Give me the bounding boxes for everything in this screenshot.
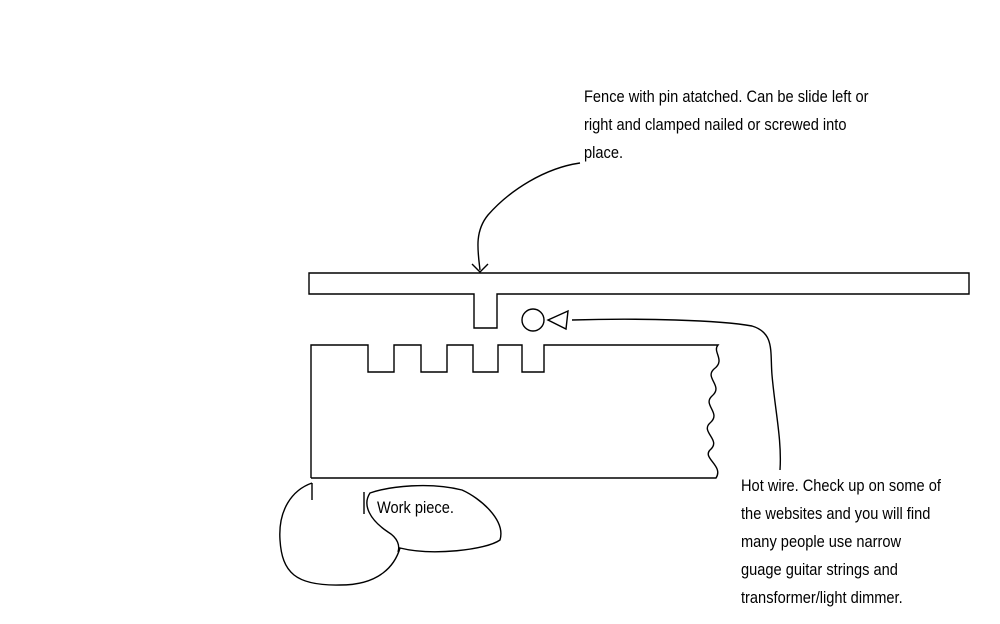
work-piece-label: Work piece. bbox=[377, 494, 454, 522]
hot-wire-line bbox=[571, 318, 782, 471]
fence-arrowhead bbox=[471, 263, 489, 273]
hot-wire-label-line-3: many people use narrow bbox=[741, 532, 902, 551]
fence-label-arrow bbox=[477, 162, 581, 271]
fence-label-line-2: right and clamped nailed or screwed into bbox=[584, 115, 847, 134]
hot-wire-label-line-4: guage guitar strings and bbox=[741, 560, 898, 579]
fence-label-line-3: place. bbox=[584, 143, 624, 162]
hot-wire-label-line-5: transformer/light dimmer. bbox=[741, 588, 903, 607]
fence-label: Fence with pin atatched. Can be slide le… bbox=[584, 83, 868, 167]
work-piece-block bbox=[310, 344, 720, 479]
fence-label-line-1: Fence with pin atatched. Can be slide le… bbox=[584, 87, 869, 106]
work-piece-pointer-loop bbox=[279, 482, 502, 586]
hot-wire-arrowhead bbox=[546, 309, 569, 331]
fence-bar bbox=[308, 272, 970, 329]
hot-wire-label-line-1: Hot wire. Check up on some of bbox=[741, 476, 941, 495]
work-piece-label-line-1: Work piece. bbox=[377, 498, 454, 517]
hot-wire-label: Hot wire. Check up on some of the websit… bbox=[741, 472, 941, 612]
pin-circle bbox=[521, 308, 545, 332]
hot-wire-label-line-2: the websites and you will find bbox=[741, 504, 931, 523]
